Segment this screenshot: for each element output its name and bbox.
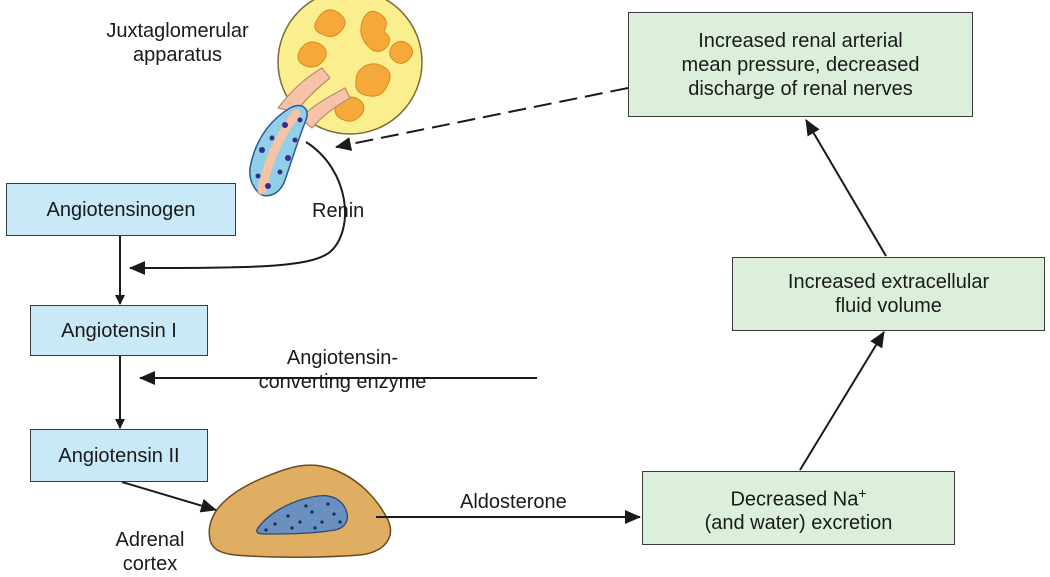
renin-curve-arrow: [129, 141, 347, 275]
adrenal-medulla-shape: [256, 494, 349, 535]
angiotensinogen-box: Angiotensinogen: [6, 183, 236, 236]
aldosterone-label: Aldosterone: [460, 491, 567, 513]
angiotensinogen-text: Angiotensinogen: [46, 198, 196, 221]
adrenal-cortex-label: Adrenal cortex: [115, 529, 185, 575]
juxtaglomerular-apparatus-illustration: [249, 0, 423, 197]
afferent-arteriole: [276, 67, 331, 113]
medulla-dots: [264, 502, 342, 532]
na-excretion-box: Decreased Na+ (and water) excretion: [642, 471, 955, 545]
efferent-arteriole: [299, 87, 351, 129]
angiotensin-2-box: Angiotensin II: [30, 429, 208, 482]
arrow-angiotensin2-to-adrenal: [121, 481, 217, 513]
arrow-ecf-to-renal-pressure: [805, 119, 887, 257]
ecf-volume-box: Increased extracellular fluid volume: [732, 257, 1045, 331]
arrow-na-excretion-to-ecf: [799, 331, 885, 471]
juxtaglomerular-apparatus-label: Juxtaglomerular apparatus: [106, 20, 249, 66]
angiotensin-2-text: Angiotensin II: [58, 444, 180, 467]
angiotensin-1-text: Angiotensin I: [61, 319, 177, 342]
na-excretion-line2: (and water) excretion: [704, 512, 893, 535]
ace-label: Angiotensin- converting enzyme: [258, 347, 427, 393]
na-excretion-line1: Decreased Na+: [730, 484, 867, 511]
tubule-core: [257, 109, 301, 195]
renin-label: Renin: [312, 200, 365, 222]
feedback-dashed-arrow: [335, 87, 629, 151]
renal-pressure-box: Increased renal arterial mean pressure, …: [628, 12, 973, 117]
adrenal-gland-illustration: [208, 464, 392, 558]
tubule-cell-nuclei: [255, 117, 303, 189]
angiotensin-1-box: Angiotensin I: [30, 305, 208, 356]
connectors: [115, 87, 887, 524]
